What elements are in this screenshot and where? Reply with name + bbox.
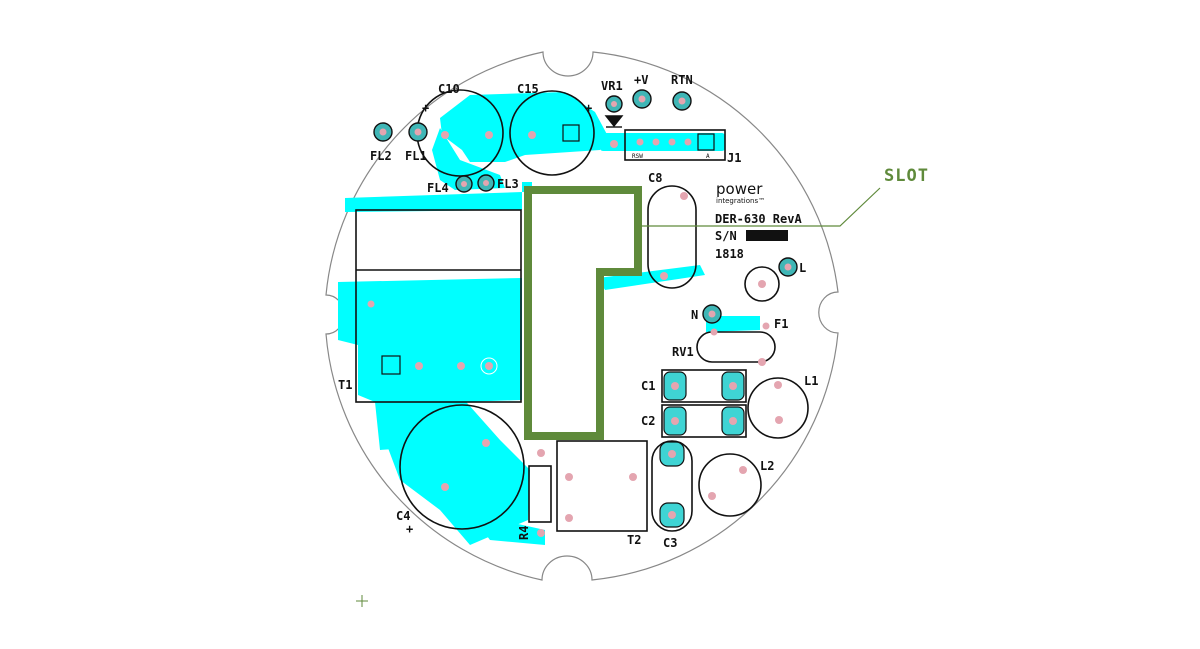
- slot-callout-label: SLOT: [884, 166, 929, 186]
- label-l: L: [799, 261, 806, 275]
- label-t1: T1: [338, 378, 352, 392]
- label-c10: C10: [438, 82, 460, 96]
- board-designator: DER-630 RevA: [715, 212, 802, 226]
- pads-layer: [356, 89, 798, 607]
- label-r4: R4: [517, 526, 531, 540]
- label-c1: C1: [641, 379, 655, 393]
- c3-outline: [651, 440, 693, 532]
- label-rv1: RV1: [672, 345, 694, 359]
- label-vplus: +V: [634, 73, 648, 87]
- label-c4: C4: [396, 509, 410, 523]
- label-vr1: VR1: [601, 79, 623, 93]
- label-fl4: FL4: [427, 181, 449, 195]
- label-rtn: RTN: [671, 73, 693, 87]
- label-plus-c4: +: [406, 522, 413, 536]
- label-j1: J1: [727, 151, 741, 165]
- label-l2: L2: [760, 459, 774, 473]
- l-outline: [744, 266, 780, 302]
- label-j1-mark: A: [706, 153, 710, 160]
- label-j1-tiny: RSW: [632, 153, 643, 160]
- c1-outline: [661, 369, 747, 403]
- brand-sub: integrations™: [716, 197, 765, 205]
- label-c15: C15: [517, 82, 539, 96]
- isolation-slot: [524, 186, 881, 440]
- c2-outline: [661, 404, 747, 438]
- labels-layer: C10 C15 VR1 +V RTN + + FL2 FL1 FL4 FL3 J…: [338, 73, 929, 550]
- l2-outline: [698, 453, 762, 517]
- brand-name: power: [716, 180, 763, 198]
- label-c8: C8: [648, 171, 662, 185]
- t1-outline: [355, 209, 522, 403]
- label-c3: C3: [663, 536, 677, 550]
- label-fl2: FL2: [370, 149, 392, 163]
- label-c2: C2: [641, 414, 655, 428]
- j1-outline: [624, 129, 726, 161]
- label-f1: F1: [774, 317, 788, 331]
- r4-outline: [528, 465, 552, 523]
- date-code: 1818: [715, 247, 744, 261]
- l1-outline: [747, 377, 809, 439]
- label-fl3: FL3: [497, 177, 519, 191]
- label-l1: L1: [804, 374, 818, 388]
- serial-label: S/N: [715, 229, 737, 243]
- label-fl1: FL1: [405, 149, 427, 163]
- label-n: N: [691, 308, 698, 322]
- label-plus-c15: +: [585, 101, 592, 115]
- rv1-outline: [696, 331, 776, 363]
- c4-outline: [399, 404, 525, 530]
- c8-outline: [647, 185, 697, 289]
- board-outline: [325, 51, 839, 581]
- label-t2: T2: [627, 533, 641, 547]
- t2-outline: [556, 440, 648, 532]
- c15-outline: [509, 90, 595, 176]
- label-plus-c10: +: [422, 101, 429, 115]
